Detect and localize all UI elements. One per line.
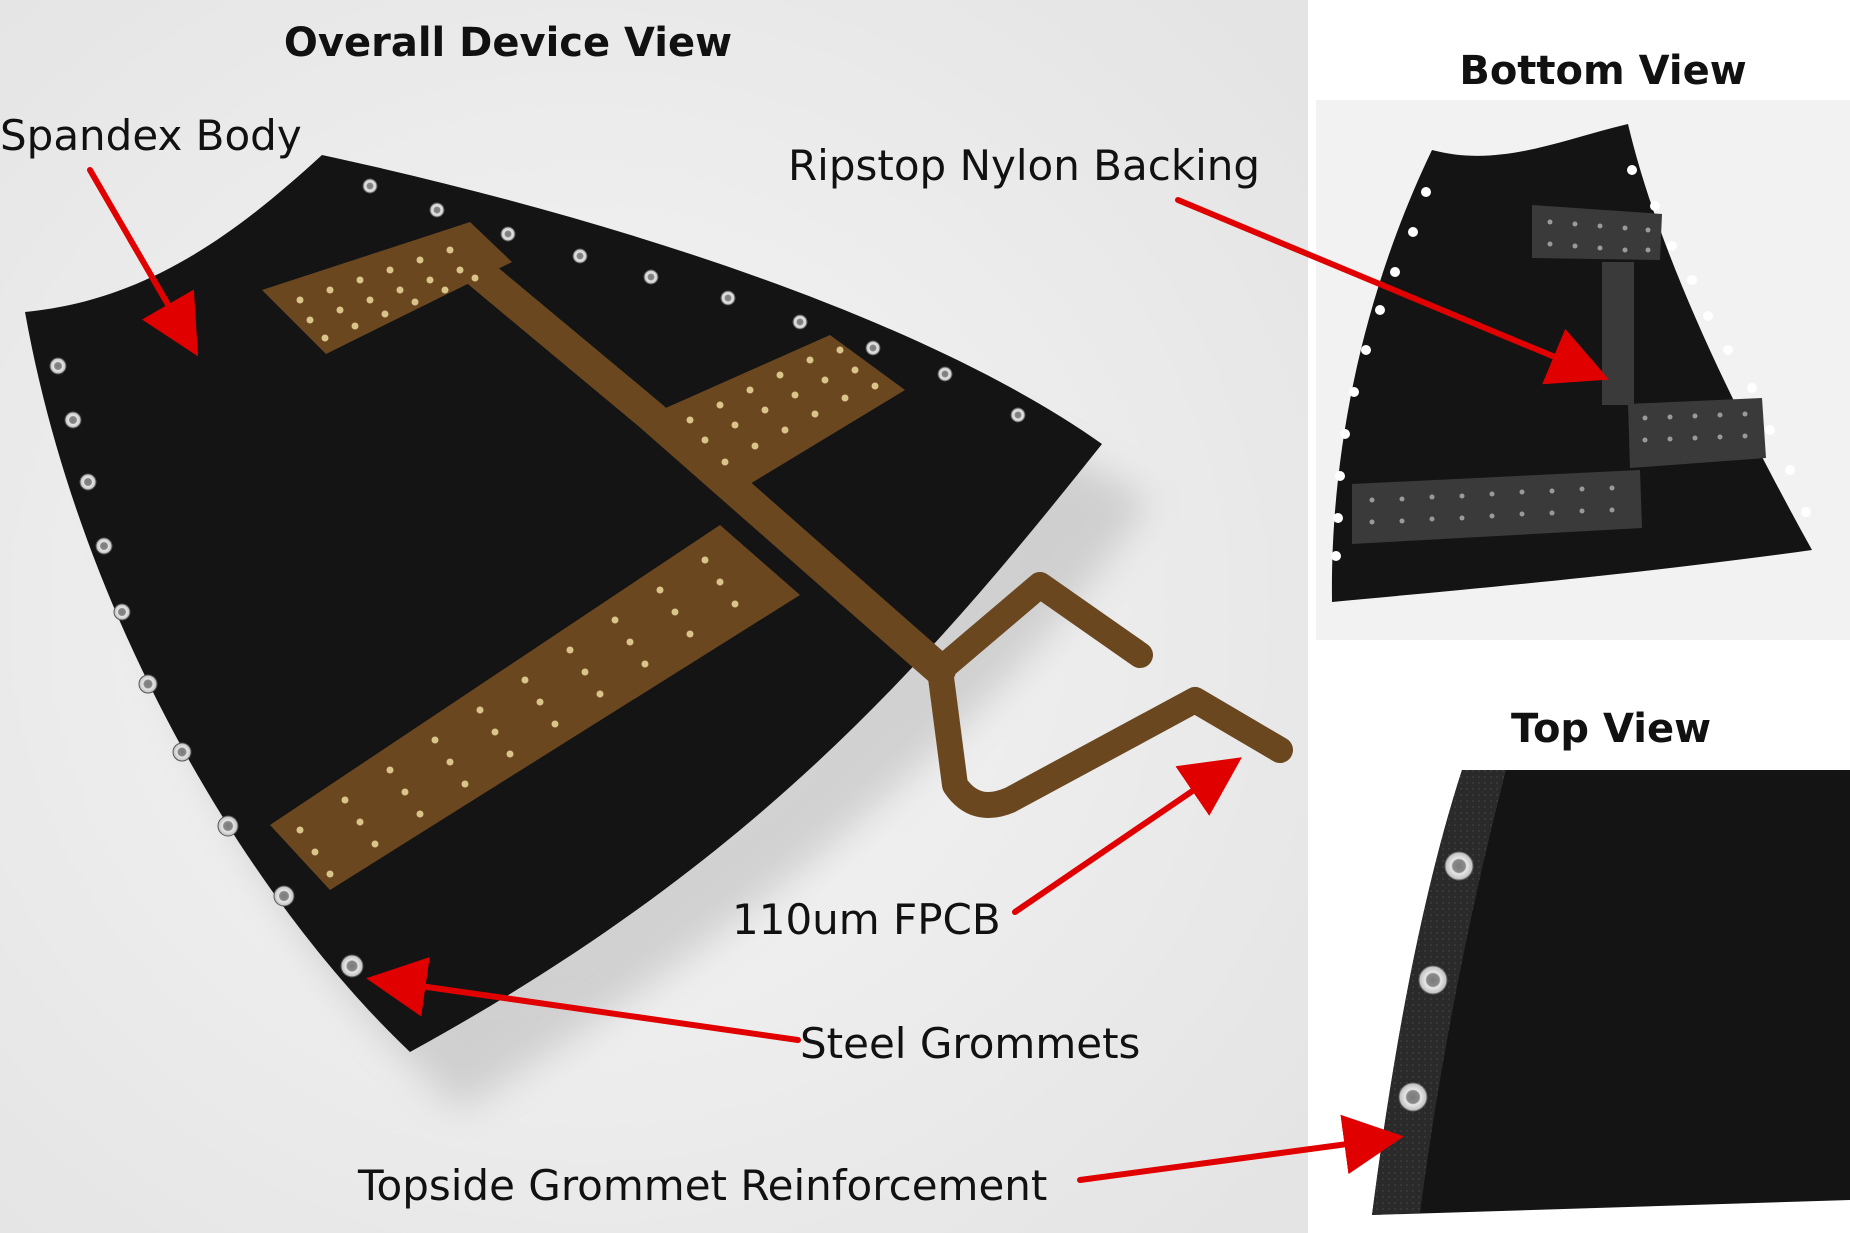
label-ripstop-nylon: Ripstop Nylon Backing (788, 141, 1260, 190)
arrow-reinforcement (1077, 1114, 1404, 1183)
label-steel-grommets: Steel Grommets (800, 1019, 1140, 1068)
overall-device (25, 155, 1293, 1110)
arrow-fpcb (1012, 757, 1242, 915)
top-grommets (1398, 851, 1474, 1112)
fpcb-pad-right (650, 335, 905, 490)
pad-dots (296, 246, 879, 878)
nylon-backing-pad-top (1532, 205, 1662, 260)
top-view-title: Top View (1511, 706, 1711, 752)
label-reinforcement: Topside Grommet Reinforcement (357, 1161, 1047, 1210)
fpcb-pad-top-left (262, 222, 512, 354)
bottom-view-title: Bottom View (1459, 48, 1746, 94)
top-device (1372, 770, 1850, 1215)
grommet-icon (49, 178, 1026, 978)
nylon-pad-dots (1369, 219, 1748, 525)
top-view-fabric (1372, 770, 1850, 1215)
label-spandex-body: Spandex Body (0, 111, 302, 160)
label-fpcb: 110um FPCB (732, 895, 1001, 944)
arrow-icon (87, 167, 1610, 1183)
arrow-grommets (366, 957, 801, 1043)
arrow-ripstop (1175, 197, 1610, 385)
overall-view-title: Overall Device View (284, 20, 732, 66)
fpcb-branch-lower (927, 657, 1293, 818)
bottom-grommets (1331, 165, 1811, 561)
arrow-spandex (87, 167, 199, 357)
fpcb-pad-long (270, 525, 800, 890)
nylon-backing-pad-mid (1628, 398, 1766, 468)
nylon-backing-stem (1602, 262, 1634, 405)
fpcb-branch-upper (927, 572, 1153, 683)
nylon-backing-pad-long (1352, 470, 1642, 544)
